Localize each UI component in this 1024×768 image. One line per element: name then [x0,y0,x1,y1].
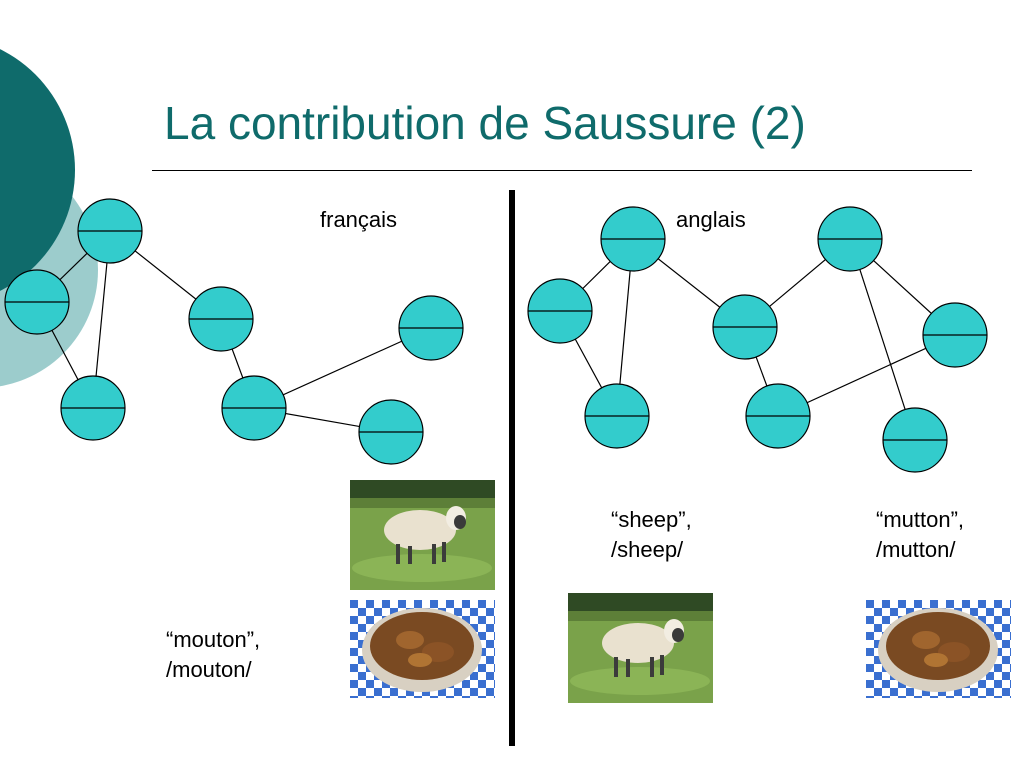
mutton-label: “mutton”, /mutton/ [876,505,964,565]
stew-photo-english [866,600,1011,698]
word-quote: “mouton”, [166,627,261,652]
word-phonetic: /mouton/ [166,657,252,682]
title-divider [152,170,972,171]
sheep-photo-french [350,480,495,590]
sheep-label: “sheep”, /sheep/ [611,505,692,565]
english-label: anglais [676,207,746,232]
word-phonetic: /mutton/ [876,537,956,562]
word-quote: “mutton”, [876,507,965,532]
mouton-label: “mouton”, /mouton/ [166,625,260,685]
language-divider [509,190,515,746]
word-quote: “sheep”, [611,507,692,532]
word-phonetic: /sheep/ [611,537,684,562]
sheep-photo-english [568,593,713,703]
network-link [849,238,916,441]
decorative-circle-dark [0,49,75,291]
stew-photo-french [350,600,495,698]
french-label: français [320,207,398,232]
slide-title: La contribution de Saussure (2) [164,97,806,149]
network-nodes [4,198,988,473]
